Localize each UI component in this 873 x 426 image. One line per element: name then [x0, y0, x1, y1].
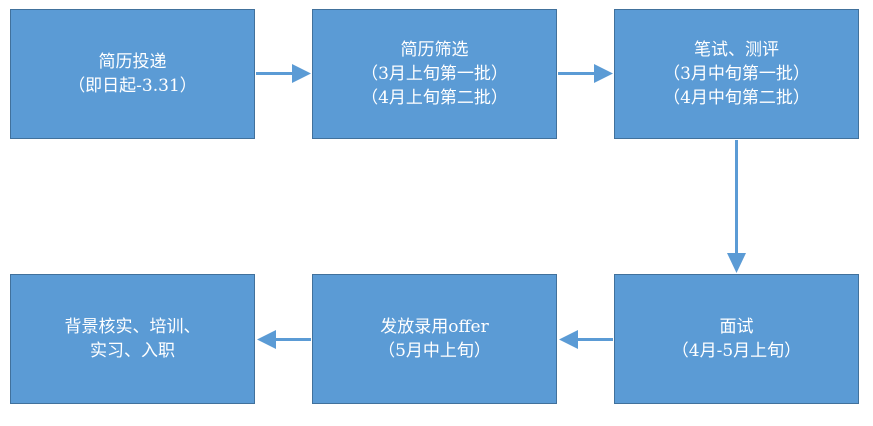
step-date: （5月中上旬）: [378, 341, 491, 361]
step-title-line-1: 背景核实、培训、: [64, 317, 201, 337]
step-title: 笔试、测评: [694, 40, 779, 60]
step-date: （4月-5月上旬）: [671, 341, 802, 361]
step-date-batch-2: （4月中旬第二批）: [663, 88, 810, 108]
step-resume-screening: 简历筛选 （3月上旬第一批） （4月上旬第二批）: [312, 9, 557, 139]
arrow-right-icon: [558, 64, 613, 83]
arrow-left-icon: [559, 330, 613, 349]
step-onboarding: 背景核实、培训、 实习、入职: [10, 274, 255, 404]
step-title-line-2: 实习、入职: [90, 341, 175, 361]
step-title: 面试: [719, 317, 754, 337]
step-offer: 发放录用offer （5月中上旬）: [312, 274, 557, 404]
arrow-left-icon: [257, 330, 311, 349]
step-resume-submission: 简历投递 （即日起-3.31）: [10, 9, 255, 139]
step-date-batch-1: （3月上旬第一批）: [361, 64, 508, 84]
step-date: （即日起-3.31）: [68, 76, 197, 96]
step-written-test: 笔试、测评 （3月中旬第一批） （4月中旬第二批）: [614, 9, 859, 139]
step-interview: 面试 （4月-5月上旬）: [614, 274, 859, 404]
arrow-right-icon: [256, 64, 311, 83]
step-title: 简历投递: [98, 52, 167, 72]
step-date-batch-2: （4月上旬第二批）: [361, 88, 508, 108]
arrow-down-icon: [727, 140, 746, 273]
step-date-batch-1: （3月中旬第一批）: [663, 64, 810, 84]
step-title: 简历筛选: [400, 40, 469, 60]
step-title: 发放录用offer: [380, 317, 489, 337]
